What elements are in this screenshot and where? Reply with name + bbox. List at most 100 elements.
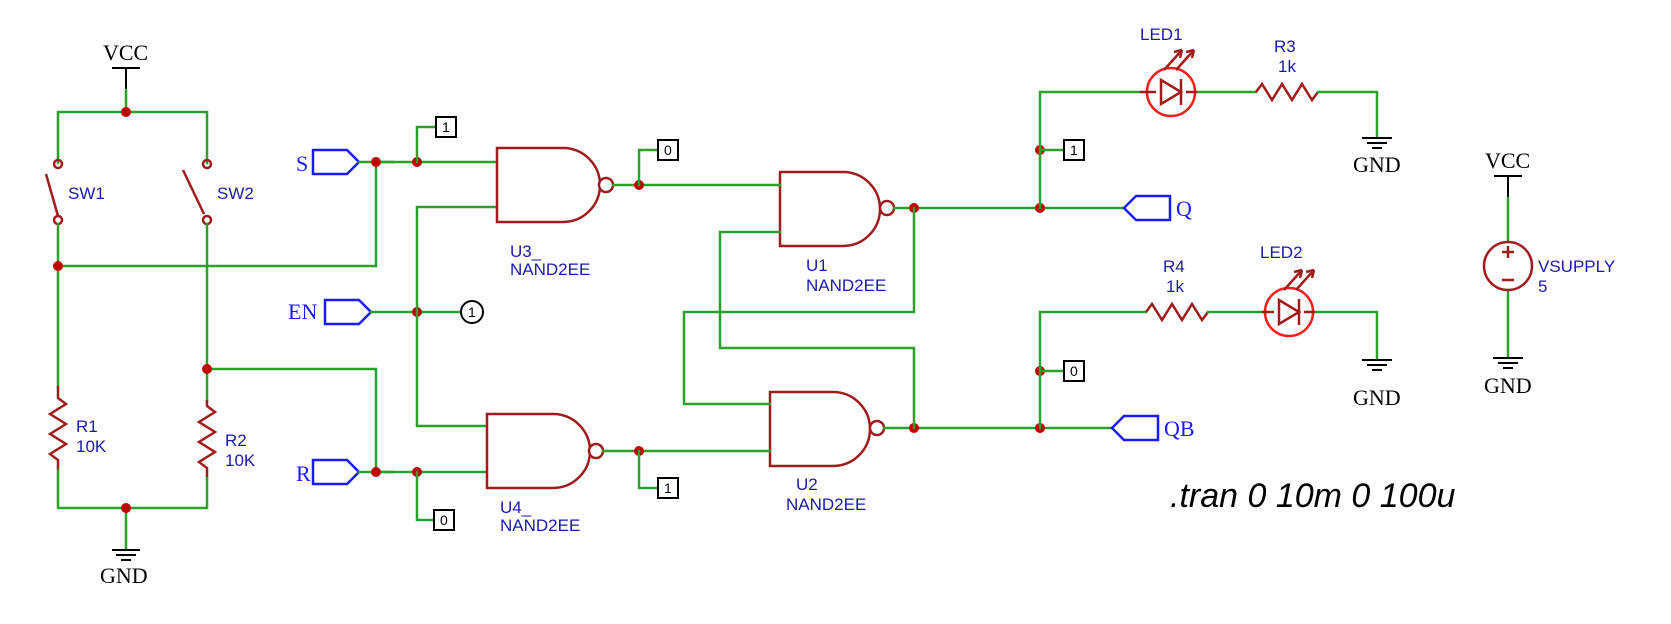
wire [637, 148, 660, 187]
junction-dot [371, 467, 381, 477]
sw1-label: SW1 [68, 184, 105, 203]
u4-part: NAND2EE [500, 516, 580, 535]
q-feedback-wire [682, 206, 916, 406]
inverter-bubble [587, 442, 605, 460]
gnd-led1-label: GND [1353, 152, 1401, 177]
gnd-led2-icon [1362, 359, 1392, 371]
wire [415, 470, 436, 522]
r3-value: 1k [1278, 57, 1296, 76]
led1-label: LED1 [1140, 25, 1183, 44]
u1-name: U1 [806, 256, 828, 275]
input-ports: S EN R [288, 148, 394, 486]
gate-u4: U4_ NAND2EE [485, 412, 605, 535]
port-en-icon [323, 298, 373, 326]
gnd-supply-label: GND [1484, 373, 1532, 398]
gate-u3: U3_ NAND2EE [495, 146, 615, 279]
port-s-icon [311, 148, 361, 176]
probe-qb-value: 0 [1070, 363, 1078, 379]
r3-resistor [1255, 81, 1319, 103]
port-r-icon [311, 458, 361, 486]
gnd-rail-wire [56, 468, 209, 550]
probe-u4-in-value: 0 [440, 512, 448, 528]
port-q-icon [1122, 194, 1172, 222]
u3-name: U3_ [510, 242, 542, 261]
wire [415, 125, 438, 164]
sw2-contact-top [201, 158, 213, 170]
gate-input-wiring [369, 125, 499, 522]
led2-icon [1262, 268, 1316, 338]
r1-value: 10K [76, 437, 107, 456]
port-r-label: R [296, 461, 311, 486]
nand-gate-icon [778, 170, 882, 248]
voltage-source-icon [1482, 240, 1534, 292]
nand-gate-icon [768, 390, 872, 468]
probe-u3-out-value: 0 [664, 142, 672, 158]
nand-gate-icon [485, 412, 592, 490]
sim-command: .tran 0 10m 0 100u [1170, 477, 1456, 515]
en-bus-wire [415, 205, 499, 428]
nand-gate-icon [495, 146, 602, 224]
probe-q [1063, 139, 1085, 161]
gnd-supply-icon [1493, 357, 1523, 369]
probe-qb [1063, 360, 1085, 382]
port-q-label: Q [1176, 196, 1192, 221]
probe-en [460, 300, 484, 324]
port-en-label: EN [288, 299, 317, 324]
vcc-right-label: VCC [1485, 148, 1530, 173]
latch-wiring [601, 148, 1126, 490]
gnd-left-label: GND [100, 563, 148, 588]
supply-section: VCC VSUPPLY 5 GND [1482, 148, 1615, 398]
inverter-bubble [597, 176, 615, 194]
probe-en-value: 1 [468, 304, 476, 320]
port-s-label: S [296, 151, 308, 176]
junction-dot [121, 503, 131, 513]
probe-u3-in-value: 1 [442, 119, 450, 135]
r2-value: 10K [225, 451, 256, 470]
wire [637, 449, 660, 490]
vsupply-name: VSUPPLY [1538, 257, 1615, 276]
junction-dot [202, 364, 212, 374]
probe-u4-out-value: 1 [664, 480, 672, 496]
probe-q-value: 1 [1070, 142, 1078, 158]
junction-dot [53, 261, 63, 271]
led2-label: LED2 [1260, 243, 1303, 262]
probe-u4-out [657, 477, 679, 499]
gate-u1: U1 NAND2EE [778, 170, 896, 295]
junction-dot [371, 157, 381, 167]
r4-value: 1k [1166, 277, 1184, 296]
port-qb-icon [1110, 414, 1160, 442]
r2-resistor [196, 400, 218, 478]
vcc-left-label: VCC [103, 40, 148, 65]
r2-name: R2 [225, 431, 247, 450]
inverter-bubble [868, 419, 886, 437]
u3-part: NAND2EE [510, 260, 590, 279]
junction-dot [121, 107, 131, 117]
vcc-rail-wire [56, 88, 209, 165]
sw1-contact-top [52, 158, 64, 170]
probe-u3-out [657, 139, 679, 161]
inverter-bubble [878, 199, 896, 217]
probe-u3-in [435, 116, 457, 138]
sw2-label: SW2 [217, 184, 254, 203]
u4-name: U4_ [500, 498, 532, 517]
sw1-blade [44, 173, 60, 217]
output-section: Q QB LED1 R3 1k GND R4 1k [1035, 25, 1401, 442]
voltage-probes: 1 0 1 1 0 1 0 [433, 116, 1085, 531]
gate-u2: U2 NAND2EE [768, 390, 886, 514]
r1-name: R1 [76, 417, 98, 436]
u2-name: U2 [796, 475, 818, 494]
gnd-led1-icon [1362, 137, 1392, 149]
led1-icon [1140, 48, 1198, 118]
qb-feedback-wire [718, 230, 916, 430]
u1-part: NAND2EE [806, 276, 886, 295]
s-net-wire [56, 160, 394, 268]
r1-resistor [47, 386, 69, 470]
vsupply-value: 5 [1538, 277, 1547, 296]
probe-u4-in [433, 509, 455, 531]
led1-feed-wire [1038, 90, 1142, 210]
sw2-blade [181, 169, 206, 215]
wire [1316, 90, 1379, 138]
port-qb-label: QB [1164, 416, 1195, 441]
r4-feed-wire [1038, 310, 1148, 430]
